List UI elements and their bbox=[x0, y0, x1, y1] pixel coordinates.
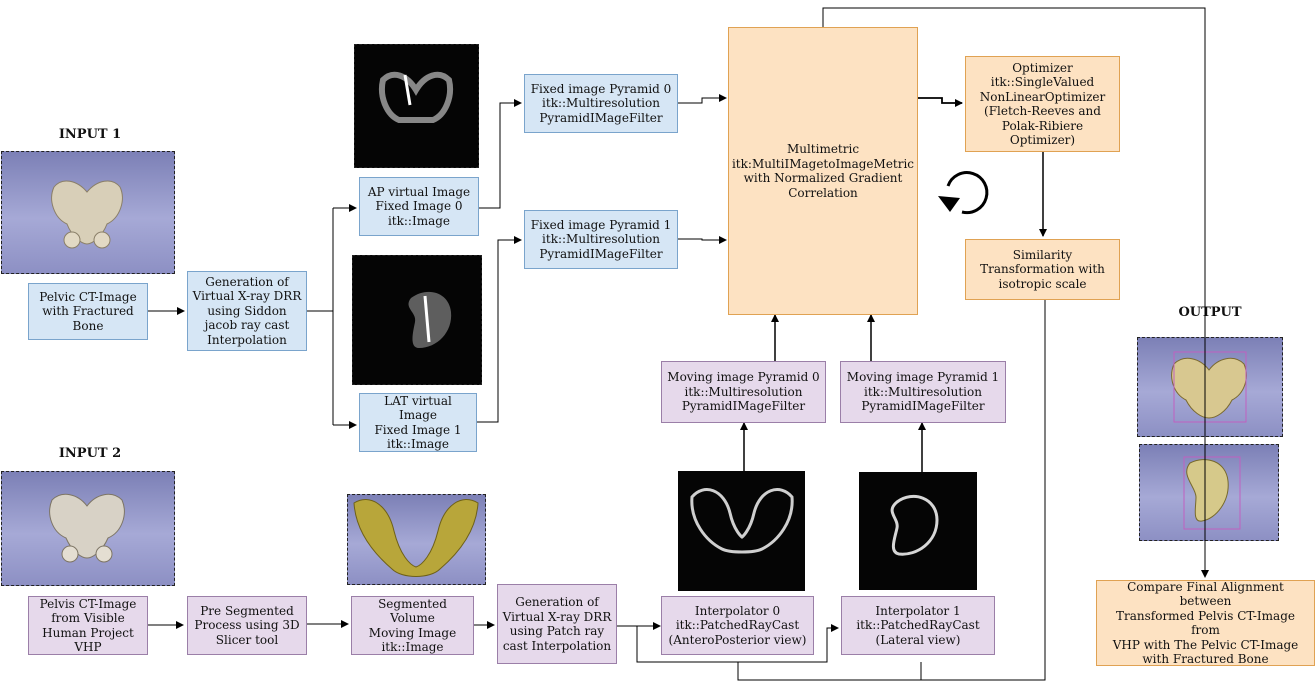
segmented-volume-box: Segmented Volume Moving Image itk::Image bbox=[351, 596, 474, 655]
segmented-volume-image bbox=[347, 494, 486, 585]
iteration-loop-icon bbox=[938, 171, 989, 215]
output-label: OUTPUT bbox=[1178, 305, 1242, 320]
lat-virtual-image-box: LAT virtual Image Fixed Image 1 itk::Ima… bbox=[359, 393, 477, 452]
multimetric-box: Multimetric itk:MultiIMagetoImageMetric … bbox=[728, 27, 918, 315]
interpolator-1-box: Interpolator 1 itk::PatchedRayCast (Late… bbox=[841, 596, 995, 655]
output-render-lat-image bbox=[1139, 444, 1279, 541]
moving-drr-1-image bbox=[859, 472, 977, 590]
lat-drr-xray-image bbox=[352, 255, 482, 385]
similarity-transform-box: Similarity Transformation with isotropic… bbox=[965, 239, 1120, 300]
pre-segmented-box: Pre Segmented Process using 3D Slicer to… bbox=[187, 596, 307, 655]
pelvic-ct-box: Pelvic CT-Image with Fractured Bone bbox=[28, 283, 148, 340]
pelvis-vhp-box: Pelvis CT-Image from Visible Human Proje… bbox=[28, 596, 148, 655]
input2-label: INPUT 2 bbox=[58, 446, 122, 461]
ap-virtual-image-box: AP virtual Image Fixed Image 0 itk::Imag… bbox=[359, 177, 479, 236]
gen-drr-patch-box: Generation of Virtual X-ray DRR using Pa… bbox=[497, 584, 617, 664]
output-render-ap-image bbox=[1137, 337, 1283, 437]
input2-pelvis-render-image bbox=[1, 471, 175, 586]
moving-pyramid-1-box: Moving image Pyramid 1 itk::Multiresolut… bbox=[840, 361, 1006, 423]
input1-pelvis-render-image bbox=[1, 151, 175, 274]
input1-label: INPUT 1 bbox=[58, 127, 122, 142]
moving-drr-0-image bbox=[678, 471, 805, 591]
ap-drr-xray-image bbox=[354, 44, 479, 168]
interpolator-0-box: Interpolator 0 itk::PatchedRayCast (Ante… bbox=[661, 596, 814, 655]
compare-alignment-box: Compare Final Alignment between Transfor… bbox=[1096, 580, 1315, 666]
optimizer-box: Optimizer itk::SingleValued NonLinearOpt… bbox=[965, 56, 1120, 152]
fixed-pyramid-1-box: Fixed image Pyramid 1 itk::Multiresoluti… bbox=[524, 210, 678, 269]
moving-pyramid-0-box: Moving image Pyramid 0 itk::Multiresolut… bbox=[661, 361, 826, 423]
fixed-pyramid-0-box: Fixed image Pyramid 0 itk::Multiresoluti… bbox=[524, 74, 678, 133]
gen-drr-siddon-box: Generation of Virtual X-ray DRR using Si… bbox=[187, 271, 307, 351]
